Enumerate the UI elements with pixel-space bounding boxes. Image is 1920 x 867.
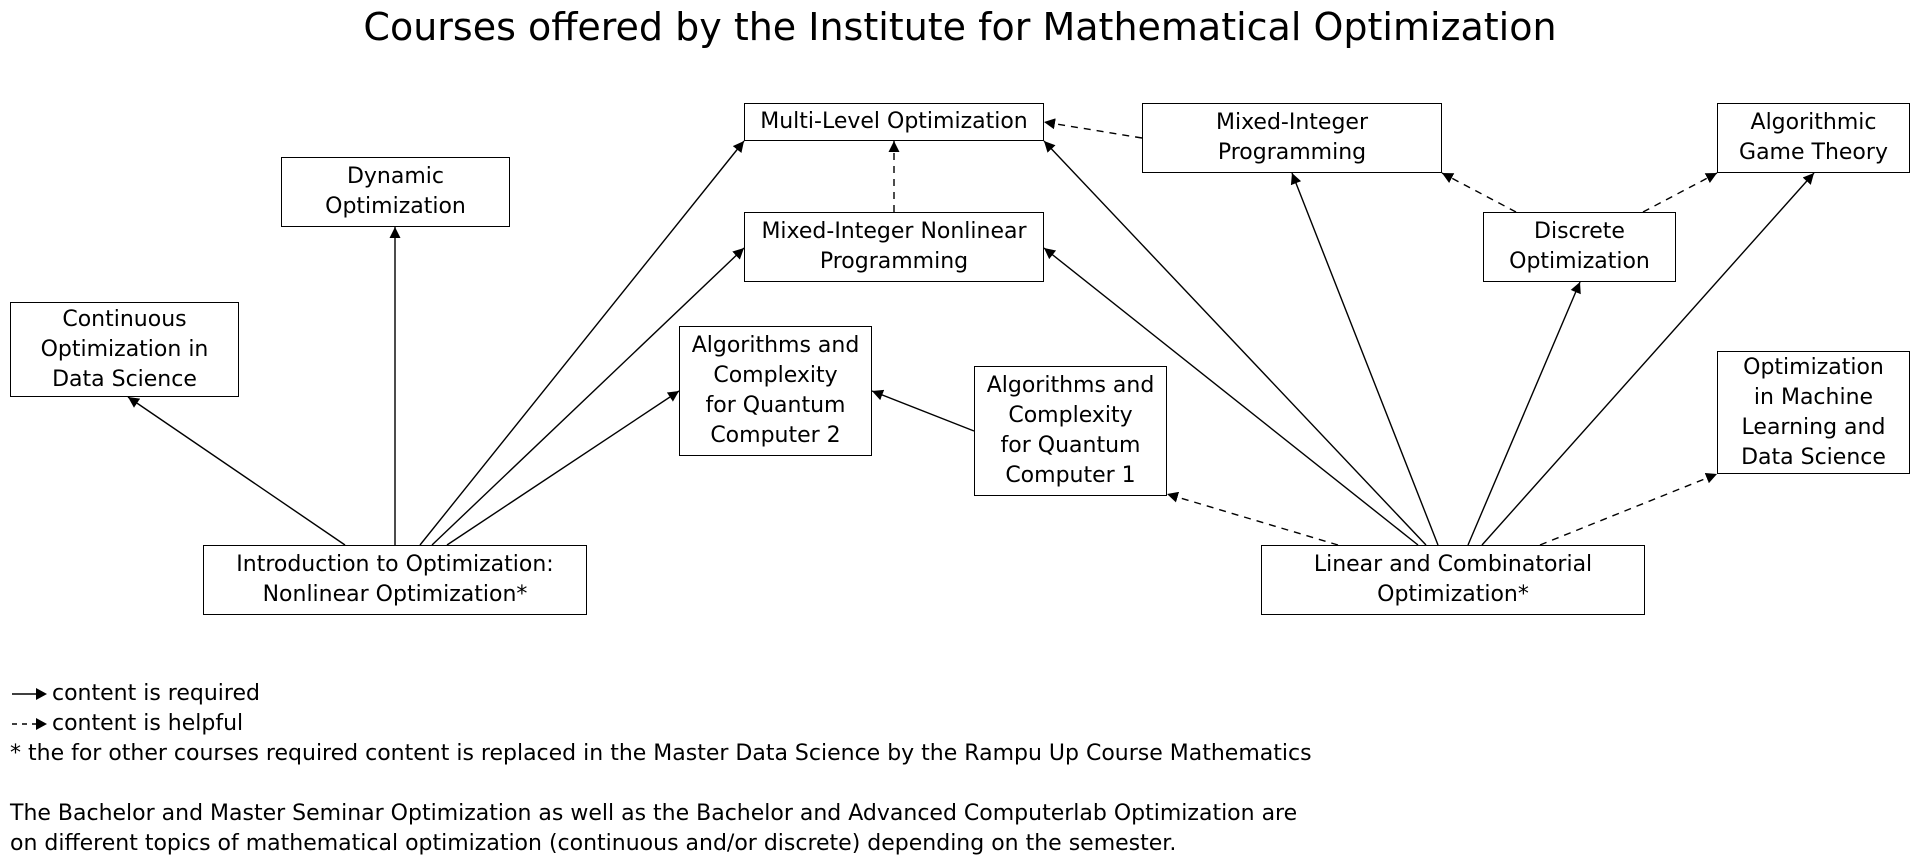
edge-mip-to-multilevel	[1043, 118, 1143, 139]
node-minlp: Mixed-Integer Nonlinear Programming	[744, 212, 1044, 282]
legend-helpful: content is helpful	[10, 709, 243, 739]
node-discrete: Discrete Optimization	[1483, 212, 1676, 282]
edge-intro-to-minlp	[431, 247, 745, 546]
node-mip: Mixed-Integer Programming	[1142, 103, 1442, 173]
seminar-note-line-2: on different topics of mathematical opti…	[10, 831, 1177, 856]
edge-lco-to-omlds	[1539, 472, 1718, 546]
edge-intro-to-aqc2	[446, 390, 680, 546]
legend-footnote: * the for other courses required content…	[10, 741, 1312, 766]
node-aqc2: Algorithms and Complexity for Quantum Co…	[679, 326, 872, 456]
node-agt: Algorithmic Game Theory	[1717, 103, 1910, 173]
edge-lco-to-minlp	[1043, 247, 1419, 546]
edge-intro-to-contds	[127, 396, 346, 546]
legend-required: content is required	[10, 679, 260, 709]
edge-discrete-to-mip	[1441, 172, 1517, 213]
seminar-note-line-1: The Bachelor and Master Seminar Optimiza…	[10, 801, 1298, 826]
edge-lco-to-multilevel	[1043, 140, 1427, 546]
node-omlds: Optimization in Machine Learning and Dat…	[1717, 351, 1910, 474]
edge-lco-to-agt	[1481, 172, 1815, 546]
node-dynamic: Dynamic Optimization	[281, 157, 510, 227]
edge-aqc1-to-aqc2	[871, 389, 975, 432]
legend-helpful-label: content is helpful	[52, 711, 244, 736]
solid-arrow-icon	[12, 688, 47, 700]
dashed-arrow-icon	[12, 718, 47, 730]
edge-lco-to-aqc1	[1166, 491, 1339, 546]
diagram-title: Courses offered by the Institute for Mat…	[363, 5, 1557, 49]
legend-required-label: content is required	[52, 681, 260, 706]
node-aqc1: Algorithms and Complexity for Quantum Co…	[974, 366, 1167, 496]
node-lco: Linear and Combinatorial Optimization*	[1261, 545, 1645, 615]
edge-discrete-to-agt	[1642, 172, 1718, 213]
node-multilevel: Multi-Level Optimization	[744, 103, 1044, 141]
edge-intro-to-multilevel	[419, 140, 745, 546]
node-contds: Continuous Optimization in Data Science	[10, 302, 239, 397]
node-intro: Introduction to Optimization: Nonlinear …	[203, 545, 587, 615]
edge-lco-to-discrete	[1467, 281, 1581, 546]
edge-lco-to-mip	[1290, 172, 1439, 546]
